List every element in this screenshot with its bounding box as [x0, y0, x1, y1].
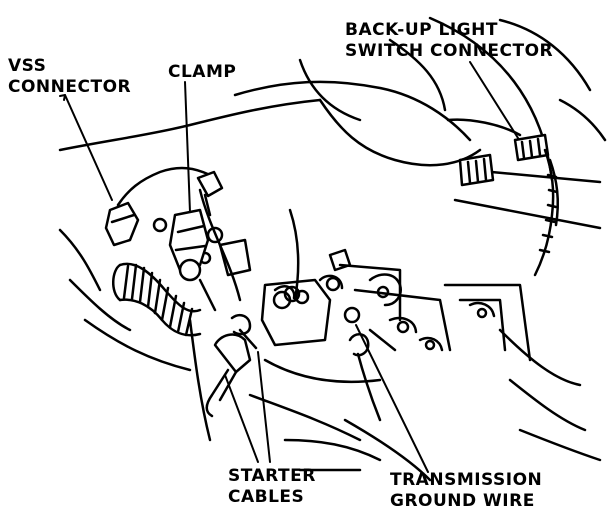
transmission-ground-wire-label: TRANSMISSION GROUND WIRE	[390, 470, 543, 511]
engine-bay-outlines	[58, 16, 607, 482]
clamp-label: CLAMP	[168, 62, 237, 82]
starter-cables-part	[205, 274, 344, 418]
ground-wire-part	[343, 306, 397, 422]
vss-connector-label: VSS CONNECTOR	[8, 56, 132, 97]
starter-cables-label: STARTER CABLES	[228, 466, 316, 507]
backup-light-connector-part	[458, 133, 560, 277]
backup-light-switch-connector-label: BACK-UP LIGHT SWITCH CONNECTOR	[345, 20, 554, 61]
corrugated-hose	[112, 262, 217, 337]
leader-lines	[59, 61, 519, 473]
clamp-part	[168, 170, 252, 282]
